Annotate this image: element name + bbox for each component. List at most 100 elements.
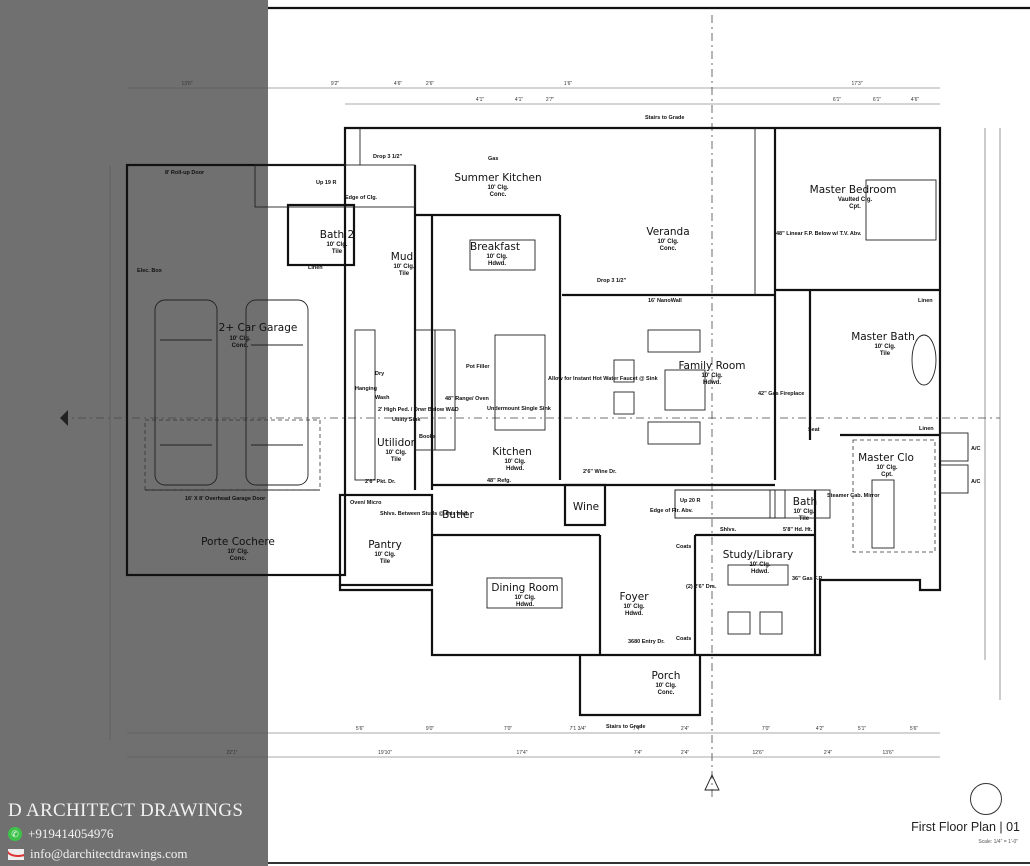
svg-text:2'4": 2'4": [681, 726, 690, 732]
room-bath: Bath: [793, 496, 817, 508]
svg-text:10' Clg.: 10' Clg.: [876, 465, 897, 471]
room-garage: 2+ Car Garage: [219, 322, 298, 334]
svg-text:Edge of Flr. Abv.: Edge of Flr. Abv.: [650, 508, 693, 514]
svg-text:Steamer Cab. Mirror: Steamer Cab. Mirror: [827, 493, 880, 499]
room-study-library: Study/Library: [723, 549, 794, 561]
dimension-lines: [109, 87, 1001, 758]
dimension-text-top: 13'6" 9'2" 4'6" 2'6" 4'1" 4'1" 2'7" 1'6"…: [181, 81, 919, 103]
coffee-table: [664, 369, 706, 411]
breakfast-table: [469, 239, 536, 271]
svg-text:Tile: Tile: [399, 271, 410, 277]
section-marker-icon: [704, 773, 720, 791]
room-master-bedroom: Master Bedroom: [810, 184, 897, 196]
svg-text:Pot Filler: Pot Filler: [466, 364, 490, 370]
svg-text:42" Gas Fireplace: 42" Gas Fireplace: [758, 391, 804, 397]
north-arrow-circle-icon: [970, 783, 1002, 815]
brand-email-row: info@darchitectdrawings.com: [8, 846, 243, 862]
svg-text:2'6": 2'6": [426, 81, 435, 87]
house-walls: [254, 126, 969, 717]
svg-text:Hdwd.: Hdwd.: [625, 611, 643, 617]
car-icon: [154, 299, 218, 486]
svg-text:10' Clg.: 10' Clg.: [486, 254, 507, 260]
svg-text:10' Clg.: 10' Clg.: [229, 336, 250, 342]
whatsapp-icon: ✆: [8, 827, 22, 841]
svg-text:Vaulted Clg.: Vaulted Clg.: [838, 197, 873, 203]
svg-text:10' Clg.: 10' Clg.: [749, 562, 770, 568]
svg-text:4'6": 4'6": [911, 97, 920, 103]
svg-text:Hdwd.: Hdwd.: [751, 569, 769, 575]
sofa: [647, 329, 701, 353]
room-labels: Summer Kitchen 10' Clg. Conc. Veranda 10…: [201, 172, 915, 696]
svg-text:22'1": 22'1": [226, 750, 237, 756]
svg-text:48" Refg.: 48" Refg.: [487, 478, 511, 484]
svg-text:19'10": 19'10": [378, 750, 392, 756]
svg-text:Hdwd.: Hdwd.: [516, 602, 534, 608]
room-kitchen: Kitchen: [492, 446, 531, 458]
svg-text:Tile: Tile: [332, 249, 343, 255]
svg-text:Oven/ Micro: Oven/ Micro: [350, 500, 382, 506]
svg-text:Stairs to Grade: Stairs to Grade: [645, 115, 684, 121]
svg-text:10' Clg.: 10' Clg.: [393, 264, 414, 270]
mail-icon: [8, 848, 24, 860]
svg-text:Coats: Coats: [676, 636, 691, 642]
svg-text:17'4": 17'4": [516, 750, 527, 756]
sheet-scale: Scale: 1/4" = 1'-0": [978, 839, 1018, 845]
svg-text:10' Clg.: 10' Clg.: [874, 344, 895, 350]
section-marker-icon: [60, 410, 68, 426]
svg-text:6'1": 6'1": [873, 97, 882, 103]
svg-text:16' NanoWall: 16' NanoWall: [648, 298, 682, 304]
svg-text:7'4": 7'4": [633, 726, 642, 732]
svg-text:Undermount Single Sink: Undermount Single Sink: [487, 406, 552, 412]
svg-text:Drop 3 1/2": Drop 3 1/2": [597, 278, 627, 284]
svg-text:10' Clg.: 10' Clg.: [227, 549, 248, 555]
svg-text:Up 20 R: Up 20 R: [680, 498, 701, 504]
svg-text:7'4": 7'4": [634, 750, 643, 756]
bathtub: [911, 334, 937, 386]
bed: [865, 179, 937, 241]
svg-text:Books: Books: [419, 434, 436, 440]
svg-text:Conc.: Conc.: [230, 556, 247, 562]
svg-text:5'6": 5'6": [356, 726, 365, 732]
svg-text:5'1": 5'1": [858, 726, 867, 732]
svg-text:Utility Sink: Utility Sink: [392, 417, 421, 423]
room-wine: Wine: [573, 501, 599, 513]
svg-text:Linen: Linen: [918, 298, 933, 304]
svg-text:10' Clg.: 10' Clg.: [487, 185, 508, 191]
svg-text:Conc.: Conc.: [660, 246, 677, 252]
svg-text:4'2": 4'2": [816, 726, 825, 732]
svg-text:Conc.: Conc.: [232, 343, 249, 349]
svg-text:2'7": 2'7": [546, 97, 555, 103]
svg-text:10' Clg.: 10' Clg.: [793, 509, 814, 515]
svg-text:Tile: Tile: [391, 457, 402, 463]
svg-text:Dry: Dry: [375, 371, 385, 377]
garage-walls: [125, 163, 347, 577]
brand-email: info@darchitectdrawings.com: [30, 846, 188, 861]
brand-name: D ARCHITECT DRAWINGS: [8, 800, 244, 821]
svg-text:10' Clg.: 10' Clg.: [657, 239, 678, 245]
svg-text:Wash: Wash: [375, 395, 390, 401]
svg-text:Hdwd.: Hdwd.: [506, 466, 524, 472]
room-bath-2: Bath 2: [320, 229, 354, 241]
brand-phone: +919414054976: [28, 826, 114, 841]
car-icon: [245, 299, 309, 486]
svg-text:8' Roll-up Door: 8' Roll-up Door: [165, 170, 205, 176]
sheet-title: First Floor Plan | 01: [911, 820, 1020, 834]
svg-text:7'0": 7'0": [762, 726, 771, 732]
svg-text:Gas: Gas: [488, 156, 498, 162]
room-foyer: Foyer: [619, 591, 649, 603]
room-master-clo: Master Clo: [858, 452, 914, 464]
svg-text:6'1": 6'1": [833, 97, 842, 103]
room-butler: Butler: [442, 509, 474, 521]
svg-text:Linen: Linen: [308, 265, 323, 271]
svg-text:48" Linear F.P. Below w/ T.V.: 48" Linear F.P. Below w/ T.V. Abv.: [776, 231, 862, 237]
svg-text:2' High Ped. / Drwr Below W&D: 2' High Ped. / Drwr Below W&D: [378, 407, 459, 413]
svg-text:Coats: Coats: [676, 544, 691, 550]
svg-text:Tile: Tile: [799, 516, 810, 522]
svg-text:Cpt.: Cpt.: [849, 204, 861, 210]
room-family-room: Family Room: [678, 360, 745, 372]
svg-text:48" Range/ Oven: 48" Range/ Oven: [445, 396, 490, 402]
sofa: [647, 421, 701, 445]
svg-text:Hdwd.: Hdwd.: [703, 380, 721, 386]
room-pantry: Pantry: [368, 539, 402, 551]
